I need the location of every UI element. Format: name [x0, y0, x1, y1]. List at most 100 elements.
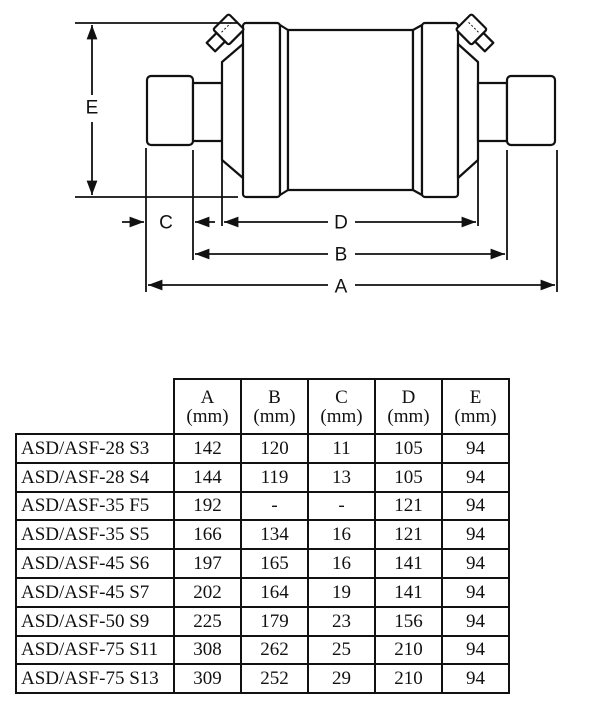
column-unit: (mm): [320, 405, 363, 427]
value-cell-e: 94: [441, 634, 510, 666]
value-cell-d: 156: [374, 605, 443, 637]
value-cell-b: 262: [240, 634, 309, 666]
value-cell-e: 94: [441, 519, 510, 551]
column-unit: (mm): [454, 405, 497, 427]
value-cell-e: 94: [441, 490, 510, 522]
value-cell-c: 13: [307, 461, 376, 493]
model-cell: ASD/ASF-50 S9: [15, 605, 175, 637]
value-cell-a: 144: [173, 461, 242, 493]
filter-drier-dimension-drawing: E C D B A: [75, 13, 558, 298]
left-flare-nut: [145, 74, 195, 147]
right-cone: [456, 42, 480, 180]
value-cell-e: 94: [441, 548, 510, 579]
left-ring: [278, 23, 290, 197]
value-cell-c: 11: [307, 433, 376, 464]
value-cell-b: 164: [240, 576, 309, 608]
value-cell-d: 105: [374, 461, 443, 493]
right-access-valve-icon: [455, 13, 495, 53]
right-flange: [420, 21, 460, 199]
value-cell-a: 309: [173, 663, 242, 695]
model-cell: ASD/ASF-45 S7: [15, 576, 175, 608]
dimension-label-e: E: [86, 98, 99, 119]
table-header-row: A(mm)B(mm)C(mm)D(mm)E(mm): [16, 378, 510, 435]
value-cell-c: -: [307, 490, 376, 522]
column-unit: (mm): [253, 405, 296, 427]
value-cell-d: 210: [374, 663, 443, 695]
value-cell-b: 165: [240, 548, 309, 579]
filter-body: [286, 28, 415, 192]
value-cell-b: -: [240, 490, 309, 522]
value-cell-b: 252: [240, 663, 309, 695]
column-header-d: D(mm): [374, 378, 443, 435]
value-cell-d: 141: [374, 576, 443, 608]
column-unit: (mm): [387, 405, 430, 427]
right-neck: [476, 81, 509, 143]
value-cell-a: 166: [173, 519, 242, 551]
value-cell-e: 94: [441, 663, 510, 695]
value-cell-b: 120: [240, 433, 309, 464]
value-cell-d: 105: [374, 433, 443, 464]
value-cell-a: 197: [173, 548, 242, 579]
value-cell-b: 179: [240, 605, 309, 637]
dimension-label-c: C: [159, 213, 173, 234]
right-flare-nut: [505, 74, 557, 147]
left-flange: [241, 21, 282, 199]
model-cell: ASD/ASF-28 S3: [15, 433, 175, 464]
value-cell-a: 192: [173, 490, 242, 522]
model-cell: ASD/ASF-75 S13: [15, 663, 175, 695]
column-header-c: C(mm): [307, 378, 376, 435]
value-cell-a: 308: [173, 634, 242, 666]
value-cell-a: 225: [173, 605, 242, 637]
value-cell-e: 94: [441, 576, 510, 608]
column-unit: (mm): [186, 405, 229, 427]
value-cell-b: 134: [240, 519, 309, 551]
value-cell-d: 121: [374, 490, 443, 522]
model-cell: ASD/ASF-35 S5: [15, 519, 175, 551]
value-cell-c: 16: [307, 548, 376, 579]
left-neck: [191, 81, 224, 143]
dimension-label-d: D: [334, 213, 348, 234]
dimension-label-a: A: [335, 277, 348, 298]
value-cell-c: 16: [307, 519, 376, 551]
model-cell: ASD/ASF-35 F5: [15, 490, 175, 522]
left-access-valve-icon: [205, 13, 245, 53]
value-cell-e: 94: [441, 605, 510, 637]
column-letter: B: [268, 386, 281, 408]
value-cell-a: 202: [173, 576, 242, 608]
value-cell-e: 94: [441, 461, 510, 493]
value-cell-d: 121: [374, 519, 443, 551]
value-cell-c: 23: [307, 605, 376, 637]
column-header-e: E(mm): [441, 378, 510, 435]
column-header-b: B(mm): [240, 378, 309, 435]
dimension-label-b: B: [335, 245, 348, 266]
value-cell-e: 94: [441, 433, 510, 464]
value-cell-c: 25: [307, 634, 376, 666]
value-cell-c: 29: [307, 663, 376, 695]
model-cell: ASD/ASF-45 S6: [15, 548, 175, 579]
column-letter: C: [335, 386, 348, 408]
column-letter: D: [401, 386, 416, 408]
column-header-a: A(mm): [173, 378, 242, 435]
right-ring: [411, 23, 424, 197]
value-cell-d: 210: [374, 634, 443, 666]
column-letter: A: [200, 386, 215, 408]
value-cell-a: 142: [173, 433, 242, 464]
left-cone: [220, 42, 245, 180]
column-letter: E: [469, 386, 482, 408]
value-cell-d: 141: [374, 548, 443, 579]
header-blank-cell: [16, 379, 175, 435]
value-cell-c: 19: [307, 576, 376, 608]
model-cell: ASD/ASF-75 S11: [15, 634, 175, 666]
value-cell-b: 119: [240, 461, 309, 493]
